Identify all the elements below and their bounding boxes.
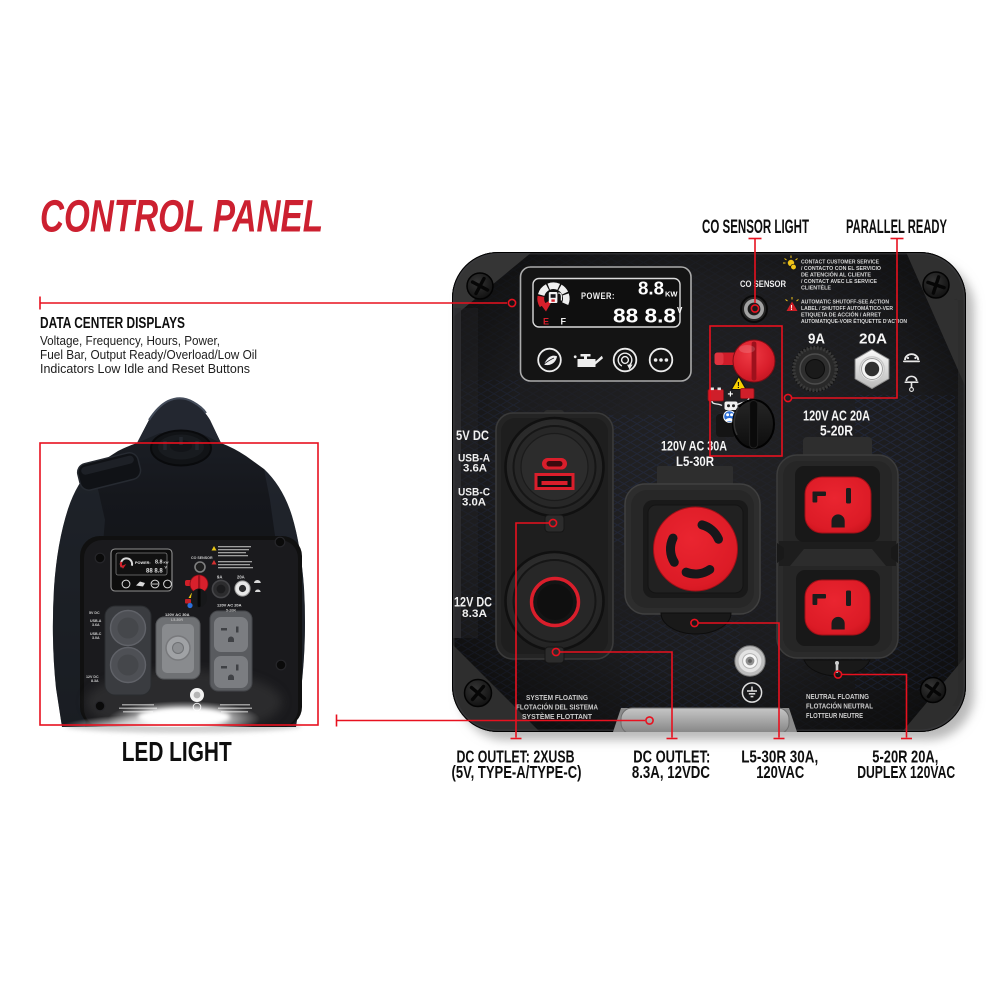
svg-text:5-20R 20A,: 5-20R 20A, (872, 747, 938, 767)
svg-text:5-20R: 5-20R (820, 423, 853, 440)
svg-text:SYSTEM FLOATING: SYSTEM FLOATING (526, 693, 588, 702)
svg-text:CO SENSOR LIGHT: CO SENSOR LIGHT (702, 217, 809, 238)
svg-text:12V DC: 12V DC (454, 595, 492, 610)
svg-text:9A: 9A (217, 575, 222, 580)
svg-text:KW: KW (164, 561, 169, 565)
svg-text:!: ! (790, 305, 792, 312)
svg-text:!: ! (737, 380, 740, 390)
svg-text:DC OUTLET:: DC OUTLET: (633, 747, 710, 767)
svg-text:DUPLEX 120VAC: DUPLEX 120VAC (857, 762, 955, 782)
svg-text:SYSTÈME FLOTTANT: SYSTÈME FLOTTANT (522, 712, 592, 721)
svg-text:/ CONTACT AVEC LE SERVICE: / CONTACT AVEC LE SERVICE (801, 279, 877, 285)
svg-text:AUTOMATIC SHUTOFF-SEE ACTION: AUTOMATIC SHUTOFF-SEE ACTION (801, 300, 889, 306)
svg-text:USB-A: USB-A (458, 453, 490, 465)
svg-text:120VAC: 120VAC (756, 762, 804, 782)
svg-text:Indicators Low Idle and Reset: Indicators Low Idle and Reset Buttons (40, 361, 250, 376)
svg-text:20A: 20A (237, 575, 245, 580)
svg-text:V: V (165, 566, 168, 570)
svg-text:AUTOMATIQUE-VOIR ÉTIQUETTE D'A: AUTOMATIQUE-VOIR ÉTIQUETTE D'ACTION (801, 317, 907, 325)
svg-text:8.8: 8.8 (155, 560, 163, 566)
svg-text:88 8.8: 88 8.8 (613, 306, 676, 328)
svg-text:3.6A: 3.6A (463, 463, 487, 475)
svg-text:8.8: 8.8 (638, 278, 664, 299)
svg-text:+: + (728, 390, 734, 401)
svg-text:CONTROL PANEL: CONTROL PANEL (40, 191, 323, 242)
svg-text:CO SENSOR: CO SENSOR (740, 279, 786, 289)
svg-text:(5V, TYPE-A/TYPE-C): (5V, TYPE-A/TYPE-C) (452, 762, 582, 782)
svg-text:E: E (543, 317, 549, 327)
svg-text:KW: KW (665, 290, 678, 299)
svg-text:POWER:: POWER: (135, 561, 151, 565)
svg-text:FLOTACIÓN DEL SISTEMA: FLOTACIÓN DEL SISTEMA (516, 703, 598, 712)
svg-text:FLOTACIÓN NEUTRAL: FLOTACIÓN NEUTRAL (806, 702, 873, 711)
svg-text:Fuel Bar, Output Ready/Overloa: Fuel Bar, Output Ready/Overload/Low Oil (40, 347, 257, 362)
svg-text:ETIQUETA DE ACCIÓN / ARRET: ETIQUETA DE ACCIÓN / ARRET (801, 311, 882, 319)
svg-text:3.6A: 3.6A (92, 623, 100, 627)
svg-text:8.3A: 8.3A (462, 608, 487, 620)
svg-text:3.0A: 3.0A (462, 497, 486, 509)
svg-text:LED LIGHT: LED LIGHT (122, 736, 232, 767)
svg-text:L5-30R 30A,: L5-30R 30A, (741, 747, 818, 767)
svg-text:/ CONTACTO CON EL SERVICIO: / CONTACTO CON EL SERVICIO (801, 266, 881, 272)
svg-text:CO SENSOR: CO SENSOR (191, 556, 213, 560)
svg-text:120V AC 20A: 120V AC 20A (803, 408, 870, 425)
svg-text:88 8.8: 88 8.8 (146, 569, 163, 575)
svg-text:PARALLEL READY: PARALLEL READY (846, 217, 947, 238)
svg-text:L5-30R: L5-30R (676, 453, 714, 469)
svg-text:F: F (561, 317, 567, 327)
svg-text:5V DC: 5V DC (456, 428, 489, 443)
svg-text:120V AC 20A: 120V AC 20A (217, 603, 242, 608)
svg-text:8.3A, 12VDC: 8.3A, 12VDC (632, 762, 710, 782)
svg-text:20A: 20A (859, 331, 887, 348)
svg-text:12V DC: 12V DC (86, 675, 99, 679)
svg-text:DC OUTLET: 2XUSB: DC OUTLET: 2XUSB (457, 747, 575, 767)
svg-text:CLIENTÈLE: CLIENTÈLE (801, 284, 831, 292)
svg-text:9A: 9A (808, 331, 825, 348)
svg-text:CONTACT CUSTOMER SERVICE: CONTACT CUSTOMER SERVICE (801, 260, 879, 266)
svg-text:POWER:: POWER: (581, 291, 615, 301)
svg-text:NEUTRAL FLOATING: NEUTRAL FLOATING (806, 692, 869, 701)
svg-text:120V AC 30A: 120V AC 30A (661, 438, 727, 454)
svg-text:V: V (677, 306, 683, 315)
svg-text:L5-30R: L5-30R (171, 618, 183, 622)
svg-text:LABEL / SHUTOFF AUTOMÁTICO-VER: LABEL / SHUTOFF AUTOMÁTICO-VER (801, 305, 893, 312)
svg-text:3.0A: 3.0A (92, 636, 100, 640)
svg-text:8.3A: 8.3A (91, 679, 99, 683)
svg-text:120V AC 30A: 120V AC 30A (165, 612, 190, 617)
svg-text:USB-A: USB-A (90, 619, 102, 623)
svg-text:USB-C: USB-C (90, 632, 102, 636)
svg-text:USB-C: USB-C (458, 487, 490, 499)
svg-text:Voltage, Frequency, Hours, Pow: Voltage, Frequency, Hours, Power, (40, 333, 220, 348)
svg-text:FLOTTEUR NEUTRE: FLOTTEUR NEUTRE (806, 711, 863, 720)
svg-text:DATA CENTER DISPLAYS: DATA CENTER DISPLAYS (40, 315, 185, 332)
svg-text:DE ATENCIÓN AL CLIENTE: DE ATENCIÓN AL CLIENTE (801, 271, 871, 279)
svg-text:5-20R: 5-20R (226, 609, 236, 613)
svg-text:5V DC: 5V DC (89, 611, 100, 615)
